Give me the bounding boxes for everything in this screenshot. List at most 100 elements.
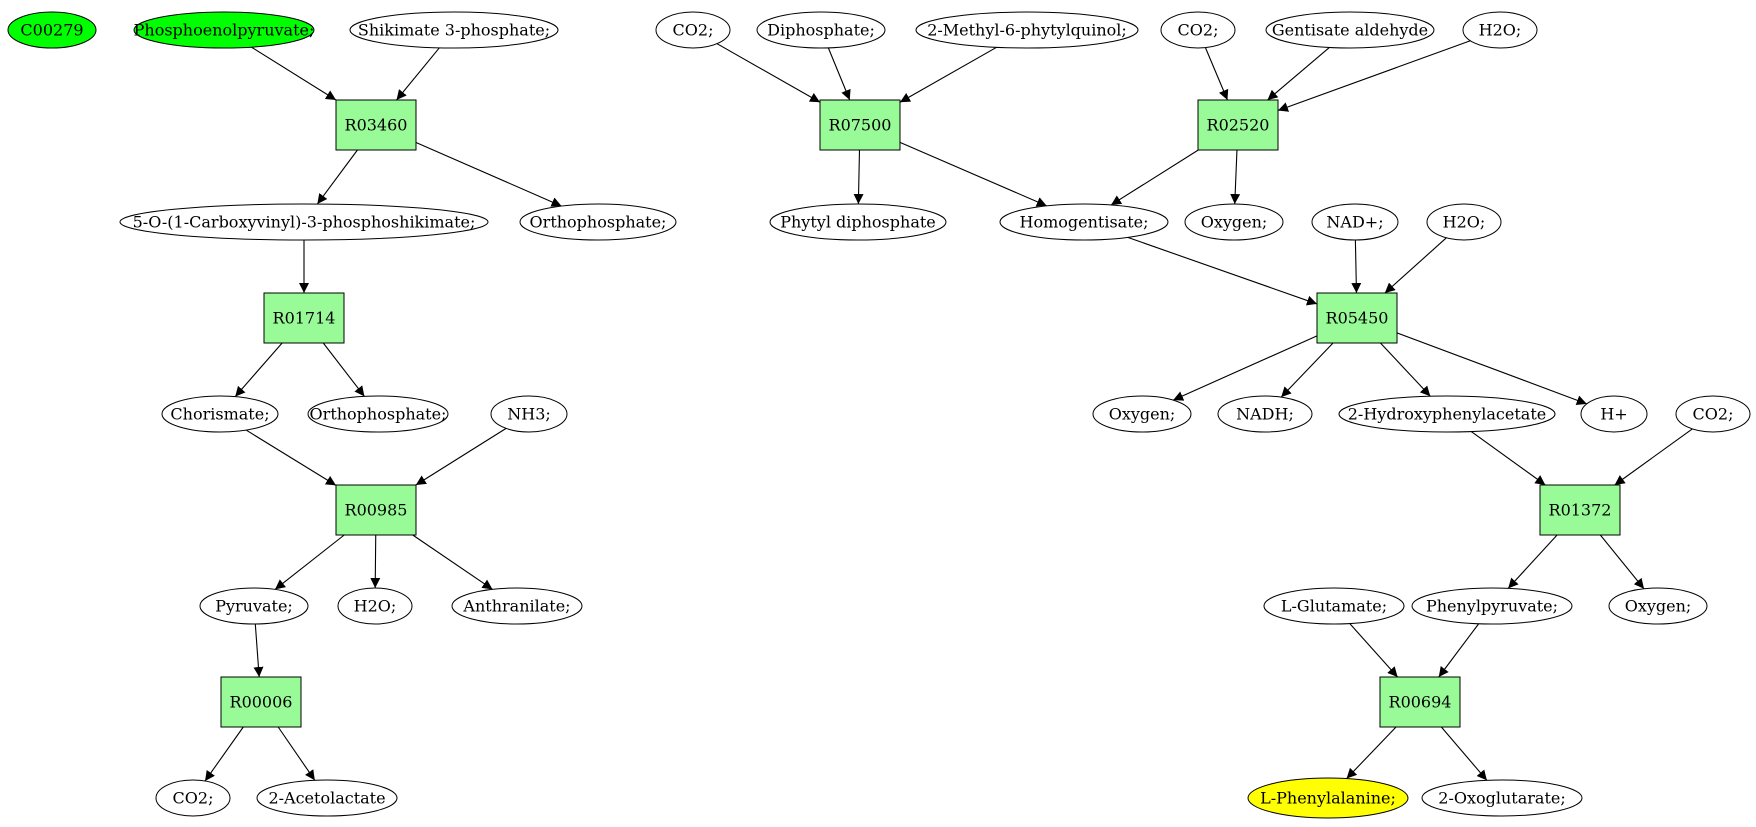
node-label: R07500	[829, 116, 892, 135]
edge-r00006-to-co2a	[204, 726, 244, 782]
compound-node-gentisald[interactable]: Gentisate aldehyde	[1265, 11, 1435, 49]
compound-node-c00279[interactable]: C00279	[7, 11, 97, 49]
edge-r03460-to-cvps	[316, 149, 358, 205]
node-label: Orthophosphate;	[530, 213, 667, 232]
compound-node-co2c[interactable]: CO2;	[1160, 11, 1236, 49]
node-label: Oxygen;	[1201, 213, 1268, 232]
compound-ellipse	[1184, 203, 1284, 241]
compound-node-lglu[interactable]: L-Glutamate;	[1263, 587, 1405, 625]
reaction-node-r00694[interactable]: R00694	[1379, 676, 1461, 728]
node-label: R01372	[1549, 501, 1612, 520]
compound-node-homogentisate[interactable]: Homogentisate;	[999, 203, 1169, 241]
compound-ellipse	[490, 395, 568, 433]
compound-node-nadh[interactable]: NADH;	[1217, 395, 1313, 433]
edge-r01372-to-oxy3	[1599, 534, 1645, 590]
reaction-box	[1379, 676, 1461, 728]
compound-node-ortho2[interactable]: Orthophosphate;	[307, 395, 449, 433]
reaction-node-r07500[interactable]: R07500	[819, 99, 901, 151]
reaction-node-r00006[interactable]: R00006	[220, 676, 302, 728]
compound-node-nadp[interactable]: NAD+;	[1311, 203, 1399, 241]
compound-node-oxy1[interactable]: Oxygen;	[1184, 203, 1284, 241]
node-label: L-Glutamate;	[1281, 597, 1387, 616]
compound-node-co2b[interactable]: CO2;	[655, 11, 731, 49]
compound-node-oxy2[interactable]: Oxygen;	[1092, 395, 1192, 433]
node-label: H2O;	[1479, 21, 1522, 40]
reaction-node-r00985[interactable]: R00985	[335, 484, 417, 536]
edge-shik3p-to-r03460	[396, 47, 440, 101]
compound-node-pyruvate[interactable]: Pyruvate;	[199, 587, 309, 625]
compound-node-hpa[interactable]: 2-Hydroxyphenylacetate	[1338, 395, 1556, 433]
node-label: H+	[1600, 405, 1627, 424]
compound-ellipse	[1338, 395, 1556, 433]
edge-r00006-to-acetolactate	[277, 726, 316, 781]
reaction-box	[335, 99, 417, 151]
node-label: R02520	[1207, 116, 1270, 135]
compound-node-acetolactate[interactable]: 2-Acetolactate	[256, 779, 398, 817]
reaction-node-r03460[interactable]: R03460	[335, 99, 417, 151]
compound-ellipse	[915, 11, 1139, 49]
edge-nh3-to-r00985	[415, 427, 507, 486]
compound-node-pep[interactable]: Phosphoenolpyruvate;	[133, 11, 315, 49]
edge-diphosphate-to-r07500	[827, 47, 851, 101]
compound-node-oxoglu[interactable]: 2-Oxoglutarate;	[1421, 779, 1583, 817]
edge-r01372-to-phpyr	[1507, 534, 1558, 589]
compound-ellipse	[349, 11, 559, 49]
compound-node-nh3[interactable]: NH3;	[490, 395, 568, 433]
compound-node-mpq[interactable]: 2-Methyl-6-phytylquinol;	[915, 11, 1139, 49]
node-label: CO2;	[1178, 21, 1219, 40]
compound-node-shik3p[interactable]: Shikimate 3-phosphate;	[349, 11, 559, 49]
edge-mpq-to-r07500	[899, 46, 997, 103]
compound-node-hplus[interactable]: H+	[1580, 395, 1648, 433]
node-label: CO2;	[173, 789, 214, 808]
compound-ellipse	[1608, 587, 1708, 625]
compound-node-oxy3[interactable]: Oxygen;	[1608, 587, 1708, 625]
compound-node-ortho1[interactable]: Orthophosphate;	[519, 203, 677, 241]
edge-r05450-to-oxy2	[1172, 335, 1318, 401]
reaction-node-r02520[interactable]: R02520	[1197, 99, 1279, 151]
reaction-node-r01714[interactable]: R01714	[263, 292, 345, 344]
compound-node-h2o1[interactable]: H2O;	[337, 587, 413, 625]
edge-lglu-to-r00694	[1349, 623, 1399, 678]
node-label: R05450	[1326, 309, 1389, 328]
compound-node-chorismate[interactable]: Chorismate;	[161, 395, 279, 433]
compound-node-h2o3[interactable]: H2O;	[1426, 203, 1502, 241]
compound-node-co2d[interactable]: CO2;	[1675, 395, 1751, 433]
compound-node-co2a[interactable]: CO2;	[155, 779, 231, 817]
compound-node-h2o2[interactable]: H2O;	[1462, 11, 1538, 49]
reaction-node-r05450[interactable]: R05450	[1316, 292, 1398, 344]
reaction-box	[220, 676, 302, 728]
node-label: 2-Methyl-6-phytylquinol;	[927, 21, 1127, 40]
edge-homogentisate-to-r05450	[1127, 236, 1318, 306]
node-label: Anthranilate;	[462, 597, 570, 616]
compound-ellipse	[1092, 395, 1192, 433]
compound-node-phpyr[interactable]: Phenylpyruvate;	[1411, 587, 1573, 625]
edge-nadp-to-r05450	[1351, 239, 1362, 294]
node-label: 2-Oxoglutarate;	[1438, 789, 1565, 808]
reaction-node-r01372[interactable]: R01372	[1539, 484, 1621, 536]
node-label: R00985	[345, 501, 408, 520]
compound-node-anthranilate[interactable]: Anthranilate;	[451, 587, 583, 625]
compound-node-phytyl[interactable]: Phytyl diphosphate	[769, 203, 947, 241]
node-label: NAD+;	[1326, 213, 1383, 232]
edge-r00694-to-oxoglu	[1440, 726, 1488, 781]
edge-co2c-to-r02520	[1204, 47, 1229, 101]
compound-ellipse	[1263, 587, 1405, 625]
compound-node-cvps[interactable]: 5-O-(1-Carboxyvinyl)-3-phosphoshikimate;	[119, 203, 489, 241]
node-label: L-Phenylalanine;	[1260, 789, 1396, 808]
compound-node-diphosphate[interactable]: Diphosphate;	[756, 11, 886, 49]
node-label: NADH;	[1236, 405, 1294, 424]
node-label: Homogentisate;	[1020, 213, 1149, 232]
compound-node-lphe[interactable]: L-Phenylalanine;	[1247, 777, 1409, 819]
compound-ellipse	[1421, 779, 1583, 817]
compound-ellipse	[769, 203, 947, 241]
node-label: R00006	[230, 693, 293, 712]
compound-ellipse	[256, 779, 398, 817]
node-label: CO2;	[673, 21, 714, 40]
compound-ellipse	[1462, 11, 1538, 49]
edge-pyruvate-to-r00006	[253, 623, 264, 678]
compound-ellipse	[1160, 11, 1236, 49]
edge-co2d-to-r01372	[1614, 428, 1693, 486]
node-label: 5-O-(1-Carboxyvinyl)-3-phosphoshikimate;	[133, 213, 476, 232]
compound-ellipse	[7, 11, 97, 49]
